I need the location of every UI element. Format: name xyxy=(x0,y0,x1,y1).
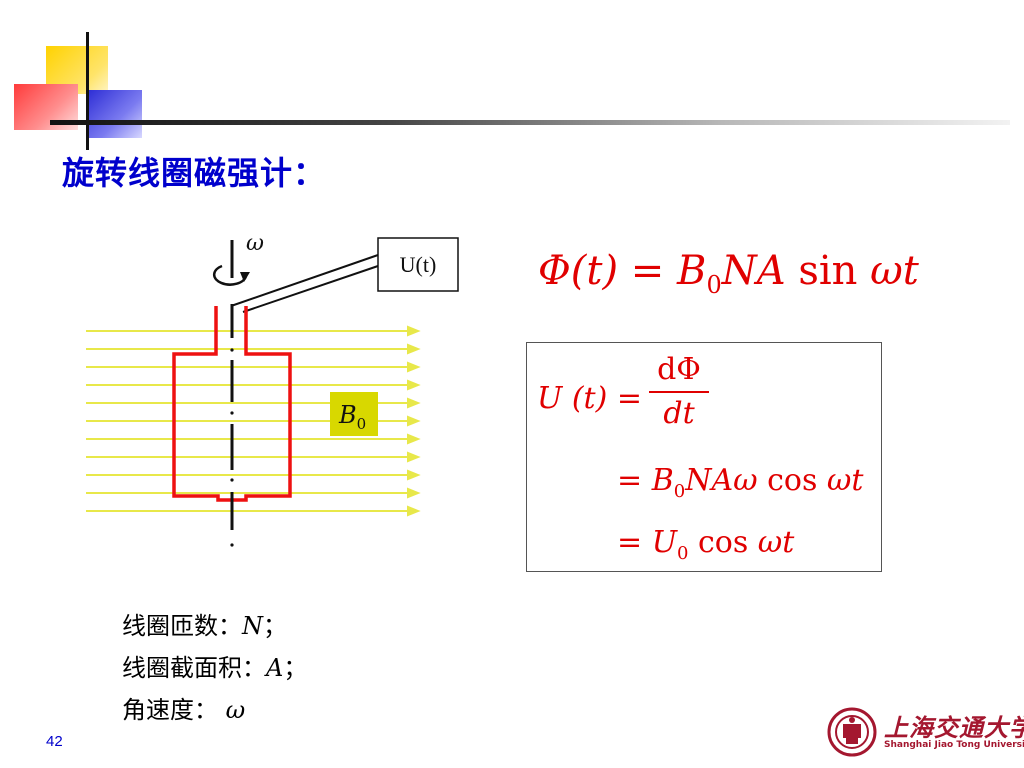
omega-label: ω xyxy=(246,231,264,256)
flux-formula: Φ(t) = B0NA sin ωt xyxy=(538,248,919,299)
voltage-line-2: = B0NAω cos ωt xyxy=(617,463,863,502)
university-seal-icon xyxy=(827,707,877,757)
derivative-fraction: dΦ dt xyxy=(649,353,709,431)
info-omega-symbol: ω xyxy=(225,696,246,724)
university-name-en: Shanghai Jiao Tong University xyxy=(884,740,1024,750)
info-omega: 角速度： ω xyxy=(122,690,245,725)
info-turns-end: ； xyxy=(263,612,287,640)
flux-formula-na: NA xyxy=(721,248,786,294)
flux-formula-sub: 0 xyxy=(706,271,722,299)
line2-equals: = xyxy=(617,463,643,498)
flux-formula-lhs: Φ(t) = xyxy=(538,248,678,294)
info-area-label: 线圈截面积： xyxy=(122,654,266,682)
info-turns-label: 线圈匝数： xyxy=(122,612,242,640)
line2-rest: NAω xyxy=(685,463,758,498)
flux-formula-arg: ωt xyxy=(870,248,919,294)
line2-b: B xyxy=(651,463,674,498)
decor-horizontal-line xyxy=(50,120,1010,125)
line2-arg: ωt xyxy=(826,463,864,498)
field-label: B0 xyxy=(338,401,366,433)
slide-title: 旋转线圈磁强计： xyxy=(62,154,327,192)
fraction-numerator: dΦ xyxy=(657,352,701,387)
voltage-lhs-text: U (t) = xyxy=(537,381,642,416)
info-area-symbol: A xyxy=(266,654,284,682)
output-voltage-box xyxy=(377,237,459,292)
info-turns: 线圈匝数：N； xyxy=(122,606,287,641)
output-voltage-label: U(t) xyxy=(400,252,437,277)
info-omega-label: 角速度： xyxy=(122,696,218,724)
line3-arg: ωt xyxy=(757,525,795,560)
line3-equals: = xyxy=(617,525,643,560)
fraction-denominator: dt xyxy=(649,397,709,431)
flux-formula-b: B xyxy=(677,248,707,294)
rotation-arrow-icon xyxy=(212,264,250,286)
line3-u: U xyxy=(651,525,677,560)
line2-cos: cos xyxy=(757,463,827,498)
info-area-end: ； xyxy=(283,654,308,682)
output-wires xyxy=(230,254,379,313)
voltage-lhs: U (t) = xyxy=(537,381,642,416)
flux-formula-sin: sin xyxy=(785,248,871,294)
university-name-cn: 上海交通大学 xyxy=(884,713,1024,742)
info-area: 线圈截面积：A； xyxy=(122,648,307,683)
decor-vertical-line xyxy=(86,32,89,150)
fraction-denominator-text: dt xyxy=(663,396,695,431)
voltage-formula-box: U (t) = dΦ dt = B0NAω cos ωt = U0 cos ωt xyxy=(526,342,882,572)
line2-sub: 0 xyxy=(673,481,686,502)
fraction-bar xyxy=(649,391,709,393)
field-label-sub: 0 xyxy=(357,415,367,433)
field-label-box xyxy=(330,392,378,436)
info-turns-symbol: N xyxy=(242,612,263,640)
axis-dots xyxy=(230,348,234,547)
line3-sub: 0 xyxy=(676,543,689,564)
voltage-line-3: = U0 cos ωt xyxy=(617,525,794,564)
field-label-main: B xyxy=(338,401,357,429)
line3-cos: cos xyxy=(688,525,758,560)
page-number: 42 xyxy=(46,733,63,750)
magnetic-field-lines xyxy=(86,325,421,517)
decor-blue-square xyxy=(86,90,142,138)
